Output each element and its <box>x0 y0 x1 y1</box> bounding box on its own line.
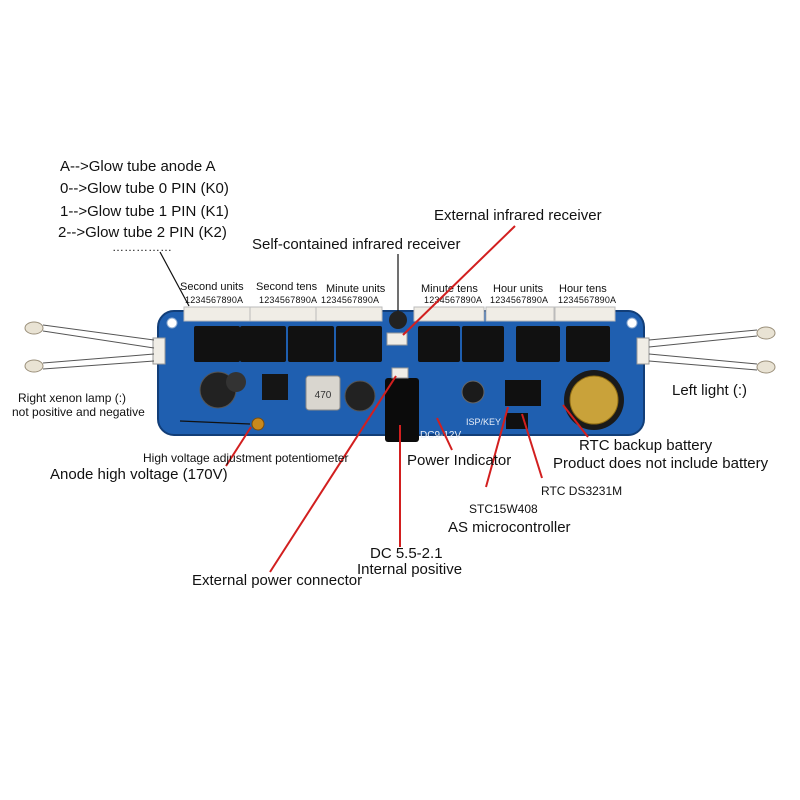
capacitor-c2 <box>461 380 485 404</box>
connector-hour-units-pins: 1234567890A <box>490 295 549 305</box>
mount-hole-right <box>626 317 638 329</box>
left-lamps <box>24 321 155 373</box>
board-isp-mark: ISP/KEY <box>466 417 501 427</box>
callout-hv-potentiometer: High voltage adjustment potentiometer <box>143 451 349 465</box>
black-leaders <box>159 251 399 425</box>
callout-rtc-battery-line1: RTC backup battery <box>579 437 713 454</box>
power-header <box>391 367 409 379</box>
legend-line-anode: A-->Glow tube anode A <box>60 158 216 175</box>
connector-hour-tens-pins: 1234567890A <box>558 295 617 305</box>
callout-mcu-line1: STC15W408 <box>469 502 538 516</box>
ir-receiver <box>389 311 407 329</box>
connector-second-units-pins: 1234567890A <box>185 295 244 305</box>
connector-minute-units-pins: 1234567890A <box>321 295 380 305</box>
board-dc-range: DC9-12V <box>420 430 461 441</box>
mount-hole-left <box>166 317 178 329</box>
mcu-chip <box>505 380 541 406</box>
callout-dc-line1: DC 5.5-2.1 <box>370 545 443 562</box>
connector-second-tens-pins: 1234567890A <box>259 295 318 305</box>
callout-external-ir: External infrared receiver <box>434 207 602 224</box>
connector-minute-units-title: Minute units <box>326 283 386 295</box>
callout-right-lamp-line2: not positive and negative <box>12 405 145 419</box>
red-leaders <box>225 225 589 573</box>
capacitor-small <box>226 372 246 392</box>
callout-self-ir: Self-contained infrared receiver <box>252 236 461 253</box>
ir-connector <box>386 332 408 346</box>
connector-minute-tens-pins: 1234567890A <box>424 295 483 305</box>
connector-second-units-title: Second units <box>180 281 244 293</box>
callout-right-lamp-line1: Right xenon lamp (:) <box>18 391 127 405</box>
legend-line-k1: 1-->Glow tube 1 PIN (K1) <box>60 203 229 220</box>
transistor <box>262 374 288 400</box>
capacitor-mid <box>344 380 376 412</box>
callout-dc-line2: Internal positive <box>357 561 463 578</box>
callout-anode-hv: Anode high voltage (170V) <box>50 466 228 483</box>
dc-jack <box>385 378 419 442</box>
inductor <box>305 375 341 411</box>
hv-potentiometer <box>251 417 265 431</box>
top-headers <box>183 306 616 322</box>
left-side-connector <box>152 337 166 365</box>
callout-external-power: External power connector <box>192 572 363 589</box>
right-lamps <box>648 326 776 374</box>
coin-cell <box>569 375 619 425</box>
legend-line-k2: 2-->Glow tube 2 PIN (K2) <box>58 224 227 241</box>
driver-ics <box>194 326 610 362</box>
callout-mcu-line2: AS microcontroller <box>448 519 571 536</box>
connector-hour-units-title: Hour units <box>493 283 544 295</box>
right-side-connector <box>636 337 650 365</box>
legend-line-k0: 0-->Glow tube 0 PIN (K0) <box>60 180 229 197</box>
inductor-label: 470 <box>315 390 332 401</box>
callout-rtc-battery-line2: Product does not include battery <box>553 455 769 472</box>
callout-left-light: Left light (:) <box>672 382 748 399</box>
callout-rtc-chip: RTC DS3231M <box>541 484 623 498</box>
legend-ellipsis: …………… <box>112 240 172 254</box>
connector-hour-tens-title: Hour tens <box>559 283 607 295</box>
connector-second-tens-title: Second tens <box>256 281 318 293</box>
callout-power-indicator: Power Indicator <box>407 452 512 469</box>
